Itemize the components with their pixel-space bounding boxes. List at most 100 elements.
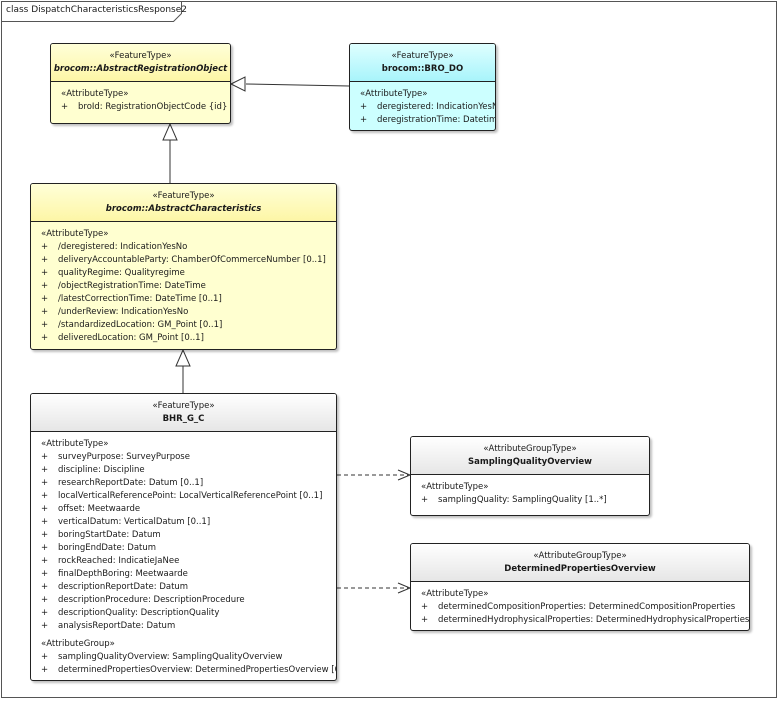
attribute-row[interactable]: +rockReached: IndicatieJaNee xyxy=(41,555,336,568)
attribute-text: samplingQuality: SamplingQuality [1..*] xyxy=(438,495,607,505)
attribute-row[interactable]: + samplingQuality: SamplingQuality [1..*] xyxy=(421,494,649,507)
attribute-row[interactable]: + deregistered: IndicationYesNo xyxy=(360,101,495,114)
attribute-row[interactable]: + analysisReportDate: Datum xyxy=(41,620,336,633)
class-abstract-registration-object[interactable]: «FeatureType» brocom::AbstractRegistrati… xyxy=(50,43,231,124)
attribute-text: descriptionReportDate: Datum xyxy=(58,582,189,592)
attribute-row[interactable]: +samplingQualityOverview: SamplingQualit… xyxy=(41,651,336,664)
attribute-text: qualityRegime: Qualityregime xyxy=(58,268,185,278)
class-name: brocom::BRO_DO xyxy=(381,64,464,74)
attribute-row[interactable]: + descriptionReportDate: Datum xyxy=(41,581,336,594)
class-bhr-g-c[interactable]: «FeatureType» BHR_G_C «AttributeType» + su… xyxy=(30,393,337,681)
visibility-marker: + xyxy=(421,615,429,625)
attribute-text: finalDepthBoring: Meetwaarde xyxy=(58,569,188,579)
attribute-row[interactable]: +/underReview: IndicationYesNo xyxy=(41,306,336,319)
attribute-row[interactable]: +/objectRegistrationTime: DateTime xyxy=(41,280,336,293)
attribute-row[interactable]: + deliveryAccountableParty: ChamberOfComm… xyxy=(41,254,336,267)
visibility-marker: + xyxy=(360,102,368,112)
visibility-marker: + xyxy=(41,608,49,618)
attribute-row[interactable]: +researchReportDate: Datum [0..1] xyxy=(41,477,336,490)
visibility-marker: + xyxy=(41,294,49,304)
class-name: DeterminedPropertiesOverview xyxy=(504,564,656,574)
class-sampling-quality-overview[interactable]: «AttributeGroupType» SamplingQualityOver… xyxy=(410,436,650,516)
attribute-row[interactable]: + surveyPurpose: SurveyPurpose xyxy=(41,451,336,464)
attribute-text: determinedCompositionProperties: Determi… xyxy=(438,602,736,612)
class-bro-do[interactable]: «FeatureType» brocom::BRO_DO «AttributeT… xyxy=(349,43,496,131)
class-header: «FeatureType» brocom::AbstractRegistrati… xyxy=(51,44,230,82)
visibility-marker: + xyxy=(41,281,49,291)
class-body: «AttributeType»+determinedCompositionPro… xyxy=(411,582,749,627)
visibility-marker: + xyxy=(360,115,368,125)
class-stereotype: «FeatureType» xyxy=(152,401,215,411)
visibility-marker: + xyxy=(41,255,49,265)
attribute-text: /standardizedLocation: GM_Point [0..1] xyxy=(58,320,223,330)
attribute-text: analysisReportDate: Datum xyxy=(58,621,176,631)
attribute-text: deregistered: IndicationYesNo xyxy=(377,102,496,112)
attribute-row[interactable]: + finalDepthBoring: Meetwaarde xyxy=(41,568,336,581)
visibility-marker: + xyxy=(421,495,429,505)
attribute-text: broId: RegistrationObjectCode {id} xyxy=(78,102,228,112)
visibility-marker: + xyxy=(41,556,49,566)
class-body: «AttributeType» + samplingQuality: Samplin… xyxy=(411,475,649,507)
visibility-marker: + xyxy=(41,333,49,343)
visibility-marker: + xyxy=(41,582,49,592)
attribute-text: discipline: Discipline xyxy=(58,465,145,475)
class-header: «AttributeGroupType» DeterminedPropertie… xyxy=(411,544,749,582)
attribute-text: /underReview: IndicationYesNo xyxy=(58,307,189,317)
attribute-row[interactable]: +discipline: Discipline xyxy=(41,464,336,477)
frame-title: class DispatchCharacteristicsResponse2 xyxy=(6,5,187,15)
class-body: «AttributeType»+deregistered: Indication… xyxy=(350,82,495,127)
attribute-row[interactable]: +determinedHydrophysicalProperties: Dete… xyxy=(421,614,749,627)
generalization-arrowhead-characteristics xyxy=(162,122,178,141)
attribute-row[interactable]: +boringEndDate: Datum xyxy=(41,542,336,555)
attribute-row[interactable]: +localVerticalReferencePoint: LocalVerti… xyxy=(41,490,336,503)
attribute-text: boringEndDate: Datum xyxy=(58,543,157,553)
generalization-arrowhead-bhr xyxy=(175,348,191,367)
visibility-marker: + xyxy=(41,452,49,462)
attribute-row[interactable]: + descriptionQuality: DescriptionQuality xyxy=(41,607,336,620)
attribute-text: determinedPropertiesOverview: Determined… xyxy=(58,665,337,675)
attribute-row[interactable]: +/standardizedLocation: GM_Point [0..1] xyxy=(41,319,336,332)
frame-tab-shape xyxy=(1,1,182,22)
attribute-row[interactable]: +/deregistered: IndicationYesNo xyxy=(41,241,336,254)
attribute-text: deliveryAccountableParty: ChamberOfComme… xyxy=(58,255,326,265)
attribute-row[interactable]: +descriptionProcedure: DescriptionProced… xyxy=(41,594,336,607)
attribute-row[interactable]: +deregistrationTime: Datetime xyxy=(360,114,495,127)
attribute-text: boringStartDate: Datum xyxy=(58,530,161,540)
class-header: «FeatureType» BHR_G_C xyxy=(31,394,336,432)
visibility-marker: + xyxy=(41,595,49,605)
attribute-row[interactable]: + offset: Meetwaarde xyxy=(41,503,336,516)
attribute-text: descriptionQuality: DescriptionQuality xyxy=(58,608,220,618)
class-header: «FeatureType» brocom::AbstractCharacteri… xyxy=(31,184,336,222)
class-name: brocom::AbstractCharacteristics xyxy=(105,204,262,214)
visibility-marker: + xyxy=(41,268,49,278)
section-stereotype: «AttributeType» xyxy=(421,482,489,492)
attribute-row[interactable]: + qualityRegime: Qualityregime xyxy=(41,267,336,280)
attribute-row[interactable]: +boringStartDate: Datum xyxy=(41,529,336,542)
class-stereotype: «AttributeGroupType» xyxy=(483,444,577,454)
section-stereotype: «AttributeType» xyxy=(61,89,129,99)
generalization-arrowhead-bro-do xyxy=(229,76,246,92)
visibility-marker: + xyxy=(41,621,49,631)
section-stereotype: «AttributeType» xyxy=(41,439,109,449)
attribute-text: surveyPurpose: SurveyPurpose xyxy=(58,452,190,462)
class-abstract-characteristics[interactable]: «FeatureType» brocom::AbstractCharacteri… xyxy=(30,183,337,350)
class-stereotype: «AttributeGroupType» xyxy=(533,551,627,561)
attribute-text: offset: Meetwaarde xyxy=(58,504,141,514)
generalization-bro-do-line xyxy=(245,83,350,87)
attribute-row[interactable]: +deliveredLocation: GM_Point [0..1] xyxy=(41,332,336,345)
class-header: «AttributeGroupType» SamplingQualityOver… xyxy=(411,437,649,475)
attribute-row[interactable]: +determinedCompositionProperties: Determ… xyxy=(421,601,749,614)
visibility-marker: + xyxy=(41,478,49,488)
class-determined-properties-overview[interactable]: «AttributeGroupType» DeterminedPropertie… xyxy=(410,543,750,631)
class-body: «AttributeType»+/deregistered: Indicatio… xyxy=(31,222,336,345)
section-stereotype: «AttributeType» xyxy=(421,589,489,599)
visibility-marker: + xyxy=(41,504,49,514)
attribute-row[interactable]: +/latestCorrectionTime: DateTime [0..1] xyxy=(41,293,336,306)
attribute-row[interactable]: +broId: RegistrationObjectCode {id} xyxy=(61,101,230,114)
visibility-marker: + xyxy=(41,569,49,579)
attribute-row[interactable]: +determinedPropertiesOverview: Determine… xyxy=(41,664,336,677)
attribute-text: /deregistered: IndicationYesNo xyxy=(58,242,188,252)
attribute-row[interactable]: +verticalDatum: VerticalDatum [0..1] xyxy=(41,516,336,529)
